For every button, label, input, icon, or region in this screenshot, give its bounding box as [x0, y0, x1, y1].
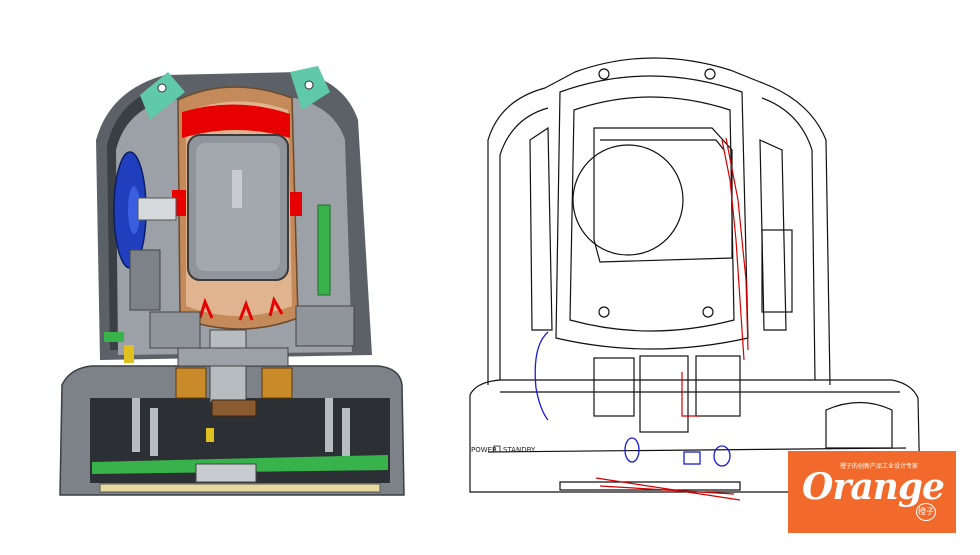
standby-label: STANDBY — [503, 446, 536, 454]
red-bottom-marks — [198, 296, 284, 321]
sketch-center-block-right — [695, 355, 741, 417]
camera-slot — [232, 170, 242, 208]
sketch-screw-top-left — [598, 68, 610, 80]
red-stroke-base-lines — [595, 477, 741, 501]
base-foot — [99, 483, 381, 493]
mid-block-right — [295, 305, 355, 347]
blue-gear-hub — [128, 186, 140, 234]
red-stroke-base-box — [681, 372, 700, 417]
sketch-pan-column — [639, 355, 689, 433]
sketch-screw-top-right — [704, 68, 716, 80]
yellow-post-marker — [206, 428, 214, 442]
tilt-shaft — [137, 197, 177, 221]
sketch-base — [469, 379, 921, 493]
sketch-blue-annotations — [534, 331, 731, 467]
pivot-screw-right — [304, 80, 314, 90]
green-pcb-right — [317, 204, 331, 296]
orange-logo-badge: 橙子的创新产品工业设计专家 Orange 橙子 — [788, 451, 956, 533]
sketch-foot — [559, 481, 741, 491]
sketch-yoke-inner — [569, 96, 735, 332]
bearing-left — [175, 367, 207, 399]
support-post-2 — [150, 408, 158, 456]
logo-tagline: 橙子的创新产品工业设计专家 — [840, 463, 919, 470]
red-clamp-right — [290, 192, 302, 216]
sketch-center-block-left — [593, 357, 635, 417]
sketch-red-annotations — [595, 137, 749, 501]
blue-stroke-left-arc — [534, 331, 549, 421]
sketch-camera-box — [593, 127, 733, 263]
bearing-right — [261, 367, 293, 399]
power-label: POWER — [471, 446, 497, 454]
red-stroke-right-cable — [721, 139, 745, 361]
base-connector — [195, 463, 257, 483]
sketch-outer-dome — [487, 57, 831, 386]
sketch-base-step — [487, 447, 907, 453]
green-strip-left — [104, 332, 124, 342]
sketch-screw-bottom-left — [598, 306, 610, 318]
cutaway-section-view — [59, 66, 405, 496]
sketch-left-bracket — [529, 126, 553, 331]
logo-wordmark: Orange — [802, 466, 945, 508]
support-post-1 — [132, 398, 140, 452]
blue-ellipse-small — [624, 437, 640, 463]
logo-seal: 橙子 — [916, 503, 936, 521]
bearing-center — [211, 399, 257, 417]
sketch-base-detail — [825, 401, 893, 449]
sketch-camera-box-edge — [600, 139, 725, 151]
power-standby-label-group: POWER STANDBY — [471, 445, 536, 454]
sketch-inner-dome — [499, 107, 549, 380]
standby-indicator — [493, 445, 501, 453]
support-post-4 — [342, 408, 350, 456]
sketch-yoke — [555, 75, 749, 350]
sketch-lens-circle — [572, 144, 684, 256]
pan-plate — [177, 347, 289, 367]
red-stroke-right-cable-2 — [725, 137, 749, 351]
support-post-3 — [325, 398, 333, 452]
red-band-top — [182, 104, 290, 138]
blue-rect-small — [683, 451, 701, 465]
sketch-screw-bottom-right — [702, 306, 714, 318]
mid-block-left — [149, 311, 201, 349]
sketch-right-bracket — [759, 139, 787, 331]
sketch-right-shell — [761, 97, 816, 381]
teal-frame-left — [140, 72, 185, 120]
line-sketch-view — [469, 57, 921, 493]
blue-ellipse-right — [713, 445, 731, 467]
tilt-motor — [129, 249, 161, 311]
pivot-screw-left — [157, 83, 167, 93]
sketch-right-panel — [761, 229, 793, 313]
yellow-marker-left — [124, 345, 134, 363]
